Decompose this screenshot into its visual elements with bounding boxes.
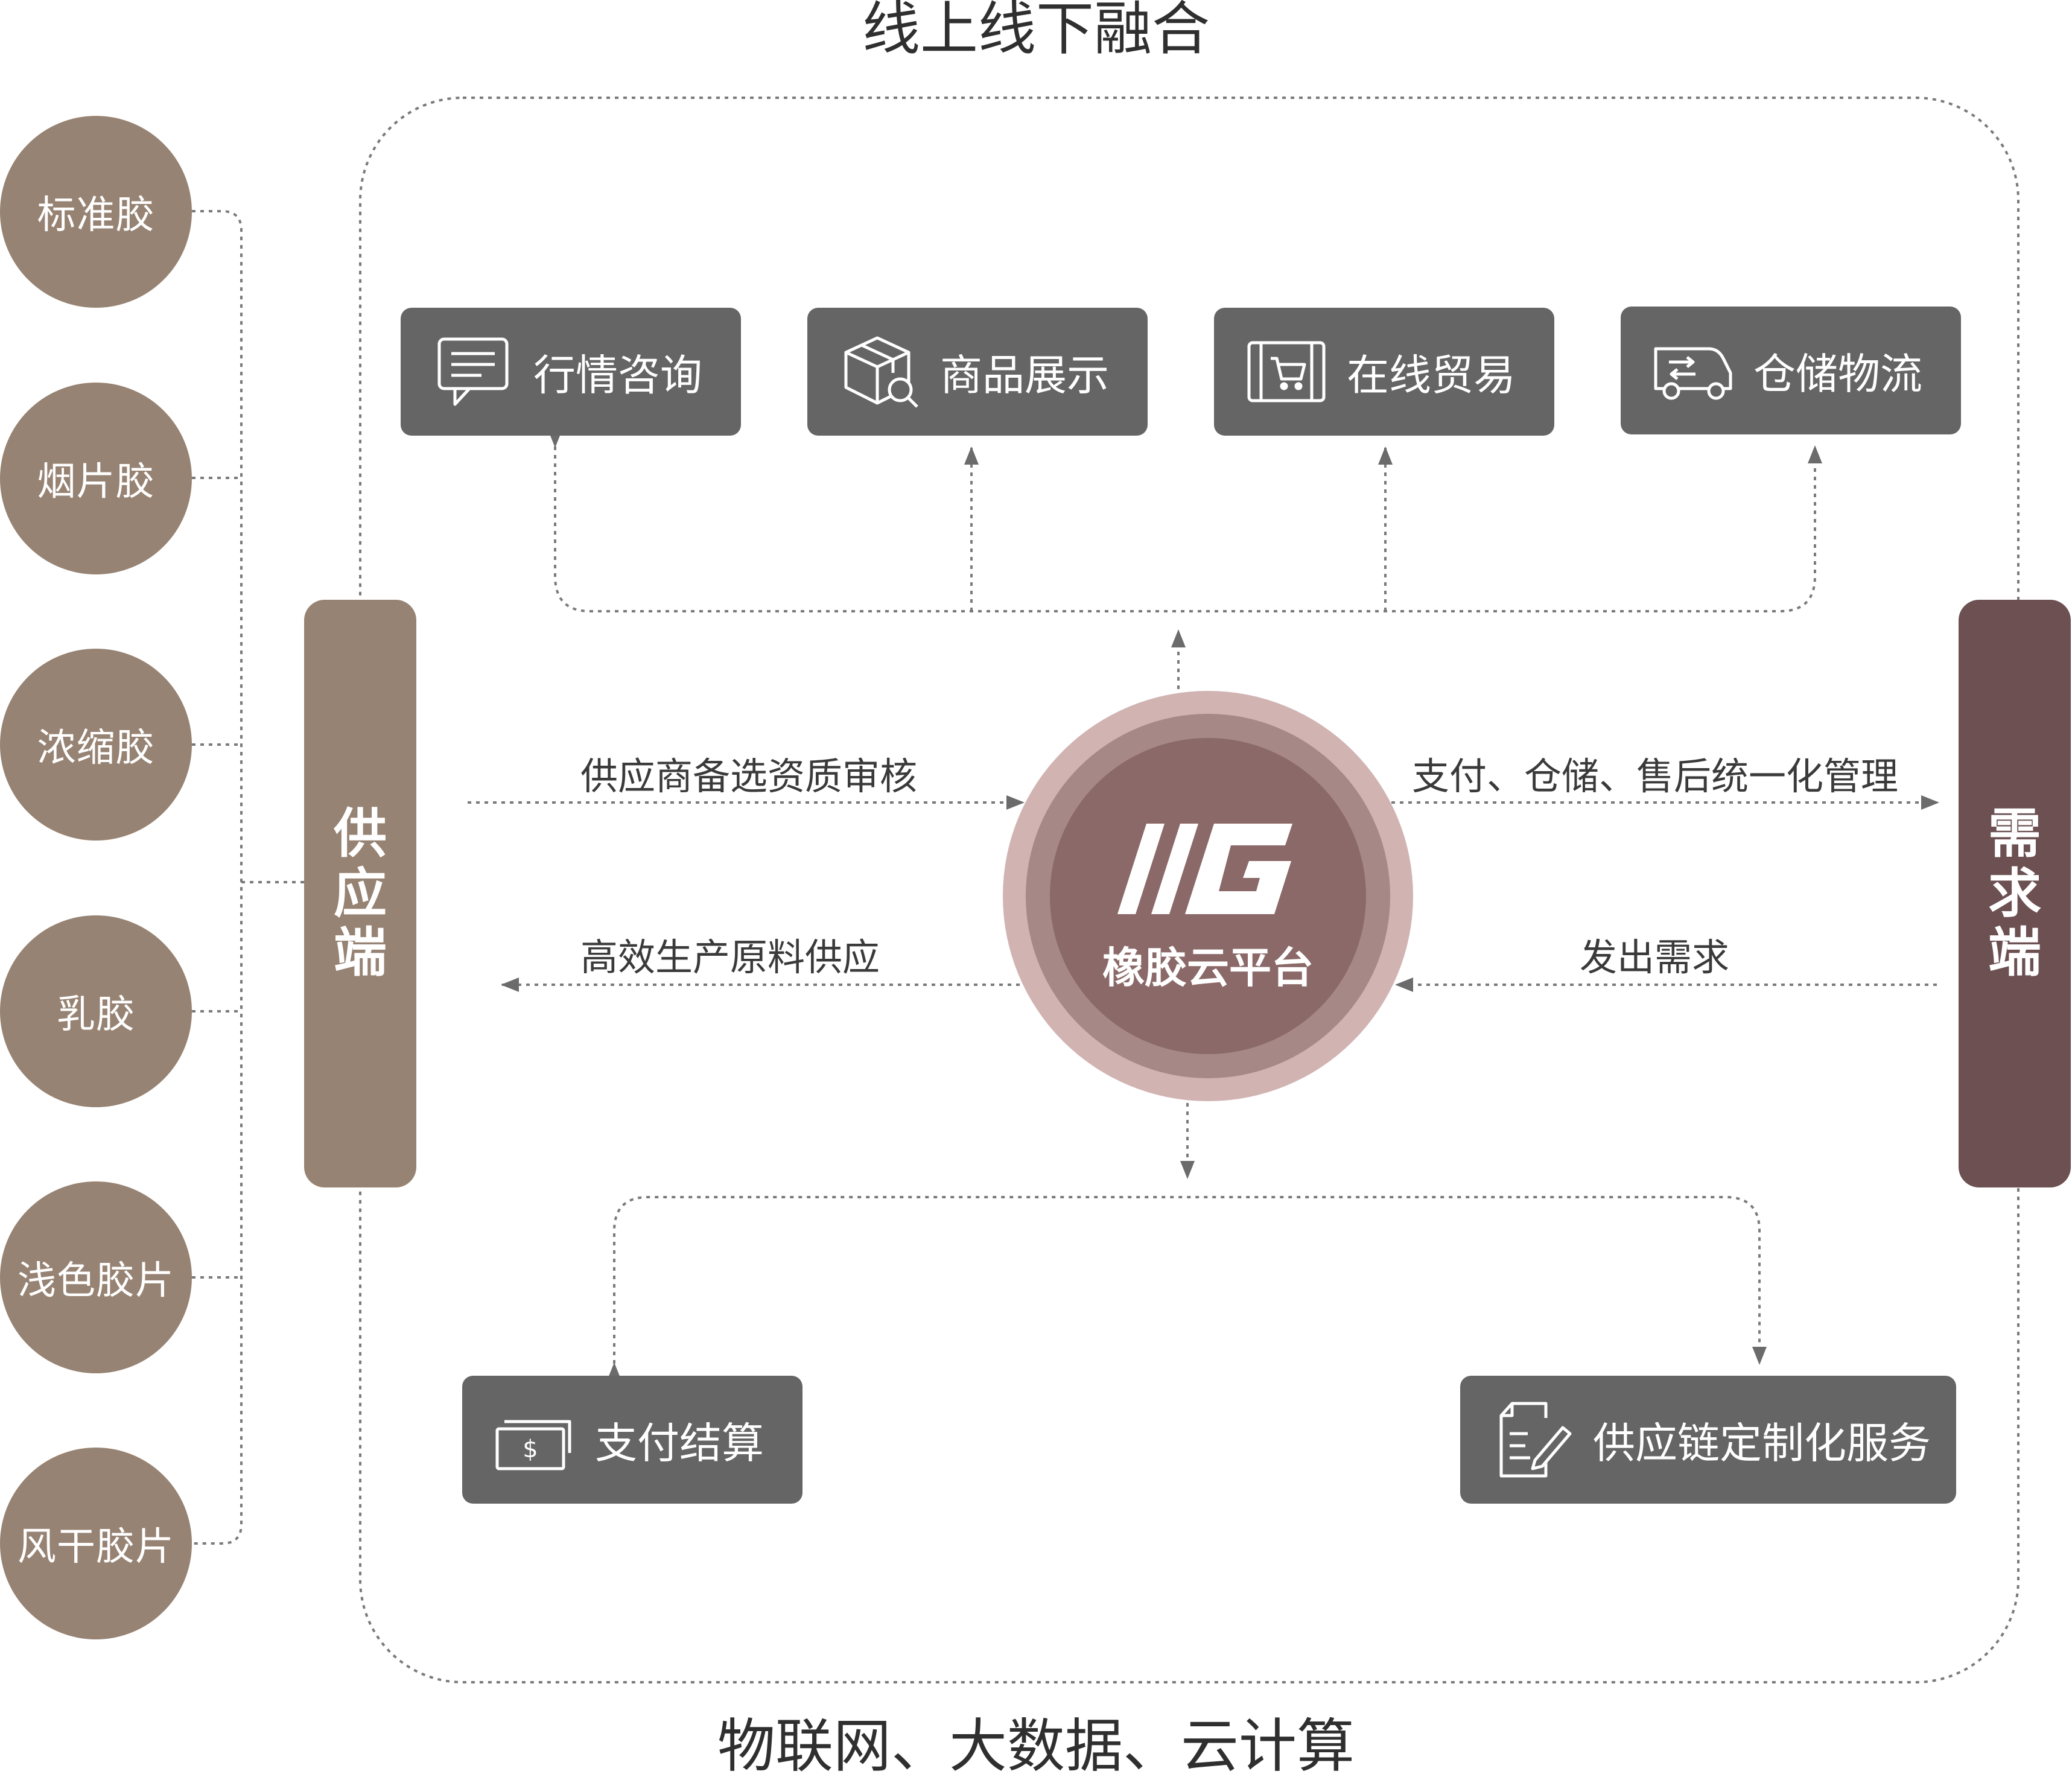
demand-side-label: 需求端 [1988,803,2041,984]
flow-supplier-qualification-review: 供应商备选资质审核 [580,754,918,798]
service-label: 行情咨询 [533,350,702,400]
service-market-consulting: 行情咨询 [401,308,741,436]
service-label: 仓储物流 [1753,349,1922,399]
product-standard-rubber: 标准胶 [0,116,192,308]
product-smoked-sheet: 烟片胶 [0,383,192,574]
product-concentrated-latex: 浓缩胶 [0,649,192,841]
package-search-icon [837,329,922,414]
flow-unified-management: 支付、仓储、售后统一化管理 [1412,754,1899,798]
chat-bubble-icon [431,329,515,414]
flow-issue-demand: 发出需求 [1580,935,1730,979]
service-payment-settlement: $ 支付结算 [462,1376,802,1504]
shopping-cart-icon [1244,329,1329,414]
svg-text:$: $ [523,1435,538,1463]
demand-side-bar: 需求端 [1959,600,2071,1187]
service-label: 支付结算 [595,1418,764,1468]
document-pen-icon [1490,1397,1575,1482]
product-light-crepe: 浅色胶片 [0,1181,192,1373]
service-supply-chain-customization: 供应链定制化服务 [1460,1376,1956,1504]
platform-name: 橡胶云平台 [1102,943,1314,993]
page-title: 线上线下融合 [862,0,1210,63]
supply-side-label: 供应端 [333,803,387,984]
product-air-dried-sheet: 风干胶片 [0,1448,192,1639]
banknote-icon: $ [492,1397,577,1482]
products-bracket [192,210,243,1545]
flow-raw-material-supply: 高效生产原料供应 [580,935,880,979]
hub-middle-ring: 橡胶云平台 [1026,714,1390,1078]
service-label: 商品展示 [940,350,1109,400]
service-online-trade: 在线贸易 [1214,308,1554,436]
service-label: 供应链定制化服务 [1593,1418,1931,1468]
service-warehousing-logistics: 仓储物流 [1621,307,1961,434]
footer-title: 物联网、大数据、云计算 [717,1712,1355,1780]
platform-hub: 橡胶云平台 [1003,691,1413,1101]
product-latex: 乳胶 [0,915,192,1107]
service-label: 在线贸易 [1347,350,1516,400]
delivery-truck-icon [1651,328,1735,413]
mg-logo-icon [1117,824,1292,914]
service-product-display: 商品展示 [807,308,1148,436]
supply-side-bar: 供应端 [304,600,416,1187]
hub-inner-circle: 橡胶云平台 [1050,738,1366,1054]
